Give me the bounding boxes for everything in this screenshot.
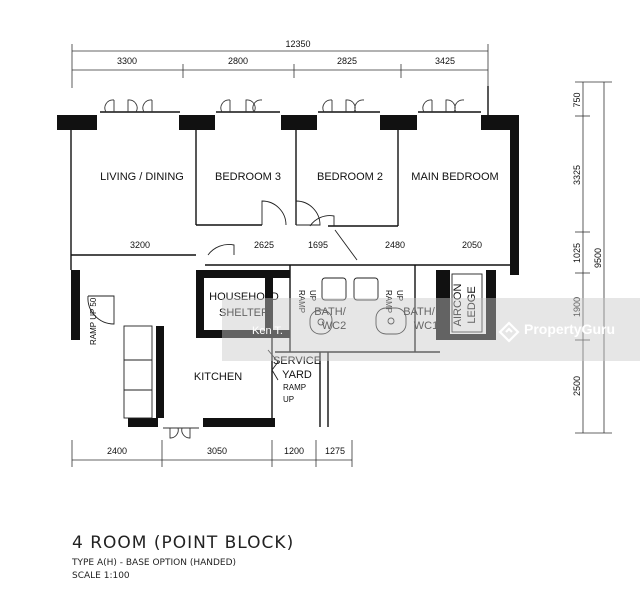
top-dimension-lines — [71, 44, 489, 115]
room-living-dining: LIVING / DINING — [100, 171, 184, 183]
bottom-dim-3: 1200 — [284, 446, 304, 456]
watermark-band — [222, 298, 640, 361]
mid-dim-4: 2480 — [385, 240, 405, 250]
ramp-up-entry-label: RAMP UP 50 — [89, 297, 98, 345]
ramp-label-yard: RAMP — [283, 383, 306, 392]
room-bath-wc2-line1: BATH/ — [314, 306, 347, 318]
bottom-dim-1: 2400 — [107, 446, 127, 456]
room-bath-wc2-line2: WC2 — [322, 320, 346, 332]
ramp-label-wc1: RAMP — [384, 290, 393, 313]
top-dim-4: 3425 — [435, 56, 455, 66]
room-main-bedroom: MAIN BEDROOM — [411, 171, 498, 183]
doors — [87, 200, 358, 381]
top-dim-3: 2825 — [337, 56, 357, 66]
right-dim-2: 3325 — [572, 165, 582, 185]
room-bath-wc1-line1: BATH/ — [403, 306, 436, 318]
plan-scale-line: SCALE 1:100 — [72, 571, 130, 581]
bottom-dim-2: 3050 — [207, 446, 227, 456]
ramp-up-label-yard: UP — [283, 395, 294, 404]
ramp-up-label-wc2: UP — [308, 290, 317, 301]
room-household-shelter-line1: HOUSEHOLD — [209, 291, 279, 303]
watermark-brand: PropertyGuru — [524, 321, 616, 337]
room-bath-wc1-line2: WC1 — [414, 320, 438, 332]
top-dim-2: 2800 — [228, 56, 248, 66]
room-bedroom-3: BEDROOM 3 — [215, 171, 281, 183]
mid-dim-5: 2050 — [462, 240, 482, 250]
mid-dim-2: 2625 — [254, 240, 274, 250]
bottom-dim-4: 1275 — [325, 446, 345, 456]
room-bedroom-2: BEDROOM 2 — [317, 171, 383, 183]
right-dim-1: 750 — [572, 92, 582, 107]
fixtures — [123, 273, 483, 419]
watermark-agent: Ken T. — [252, 325, 283, 337]
plan-title: 4 ROOM (POINT BLOCK) — [72, 533, 295, 553]
walls — [57, 115, 519, 427]
ramp-up-label-wc1: UP — [395, 290, 404, 301]
plan-type-line: TYPE A(H) - BASE OPTION (HANDED) — [72, 558, 237, 568]
room-household-shelter-line2: SHELTER — [219, 307, 269, 319]
mid-dim-1: 3200 — [130, 240, 150, 250]
windows — [104, 99, 465, 439]
top-dim-1: 3300 — [117, 56, 137, 66]
overall-width-label: 12350 — [285, 39, 310, 49]
mid-dim-3: 1695 — [308, 240, 328, 250]
right-dim-5: 2500 — [572, 376, 582, 396]
room-kitchen: KITCHEN — [194, 371, 242, 383]
bottom-dimension-lines — [71, 440, 353, 467]
ramp-label-wc2: RAMP — [297, 290, 306, 313]
room-service-yard-line2: YARD — [282, 369, 312, 381]
room-aircon-ledge-line1: AIRCON — [452, 284, 464, 327]
right-dim-3: 1025 — [572, 243, 582, 263]
interior-walls — [70, 86, 510, 427]
right-dim-4: 1900 — [572, 297, 582, 317]
right-dimension-lines — [575, 81, 612, 434]
right-total-label: 9500 — [593, 248, 603, 268]
watermark-logo-icon — [498, 321, 520, 343]
room-service-yard-line1: SERVICE — [273, 355, 321, 367]
room-aircon-ledge-line2: LEDGE — [466, 286, 478, 323]
